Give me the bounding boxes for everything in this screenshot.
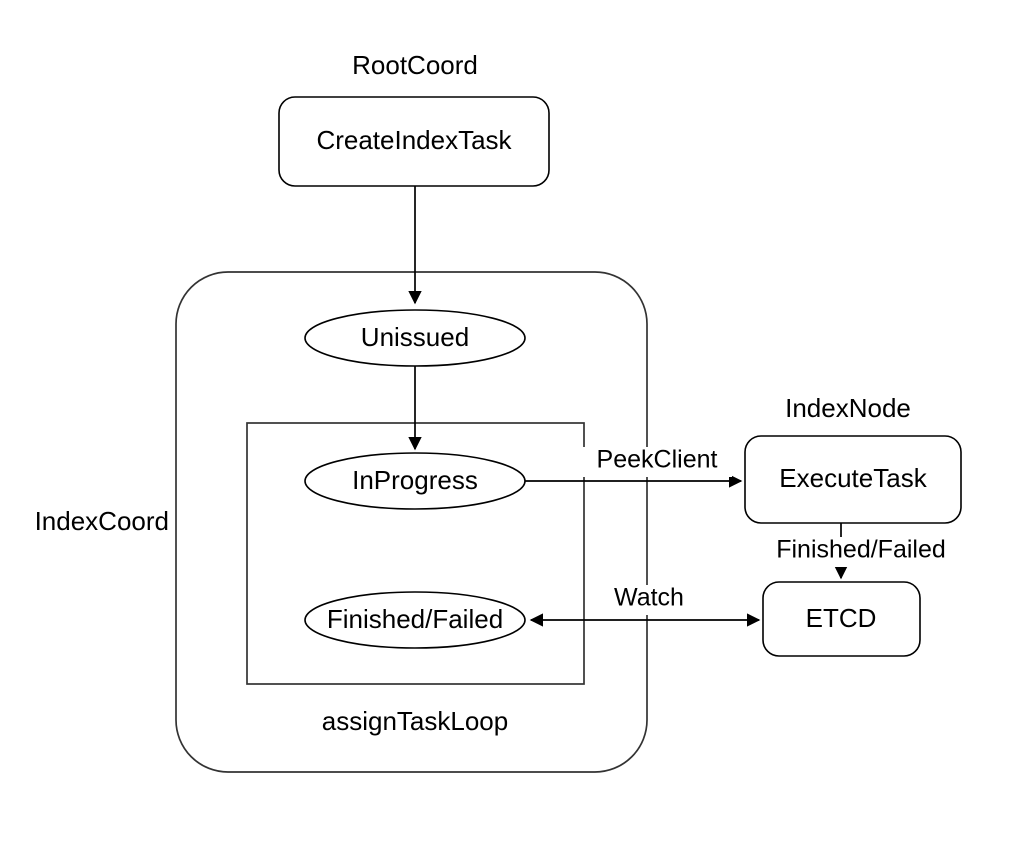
edge-execute-to-etcd: Finished/Failed bbox=[757, 522, 965, 580]
assign-task-loop-label: assignTaskLoop bbox=[322, 706, 508, 736]
node-finished-failed[interactable]: Finished/Failed bbox=[304, 591, 526, 649]
create-index-task-box[interactable] bbox=[278, 96, 550, 187]
edge-etcd-to-finished-label-bg bbox=[603, 585, 695, 615]
edge-etcd-to-finished: Watch bbox=[529, 584, 761, 627]
etcd-box[interactable] bbox=[762, 581, 921, 657]
node-in-progress[interactable]: InProgress bbox=[304, 452, 526, 510]
edge-progress-to-execute-label: PeekClient bbox=[597, 446, 718, 474]
unissued-ellipse[interactable] bbox=[304, 309, 526, 367]
edge-execute-to-etcd-label: Finished/Failed bbox=[776, 536, 946, 564]
node-create-index-task[interactable]: CreateIndexTask bbox=[278, 96, 550, 187]
unissued-label: Unissued bbox=[361, 322, 469, 352]
finished-failed-label: Finished/Failed bbox=[327, 604, 503, 634]
edge-progress-to-execute: PeekClient bbox=[525, 446, 743, 488]
node-etcd[interactable]: ETCD bbox=[762, 581, 921, 657]
etcd-label: ETCD bbox=[806, 603, 877, 633]
indexcoord-label: IndexCoord bbox=[35, 506, 169, 536]
group-indexcoord: IndexCoord bbox=[35, 271, 648, 773]
in-progress-label: InProgress bbox=[352, 465, 478, 495]
edge-execute-to-etcd-label-bg bbox=[757, 537, 965, 567]
edge-etcd-to-finished-label: Watch bbox=[614, 584, 684, 612]
edge-progress-to-execute-label-bg bbox=[582, 447, 732, 477]
execute-task-box[interactable] bbox=[744, 435, 962, 524]
node-unissued[interactable]: Unissued bbox=[304, 309, 526, 367]
indexcoord-container-outline bbox=[175, 271, 648, 773]
indexnode-label: IndexNode bbox=[785, 393, 911, 423]
node-execute-task[interactable]: ExecuteTask bbox=[744, 435, 962, 524]
execute-task-label: ExecuteTask bbox=[779, 463, 927, 493]
finished-failed-ellipse[interactable] bbox=[304, 591, 526, 649]
create-index-task-label: CreateIndexTask bbox=[316, 125, 512, 155]
in-progress-ellipse[interactable] bbox=[304, 452, 526, 510]
rootcoord-label: RootCoord bbox=[352, 50, 478, 80]
